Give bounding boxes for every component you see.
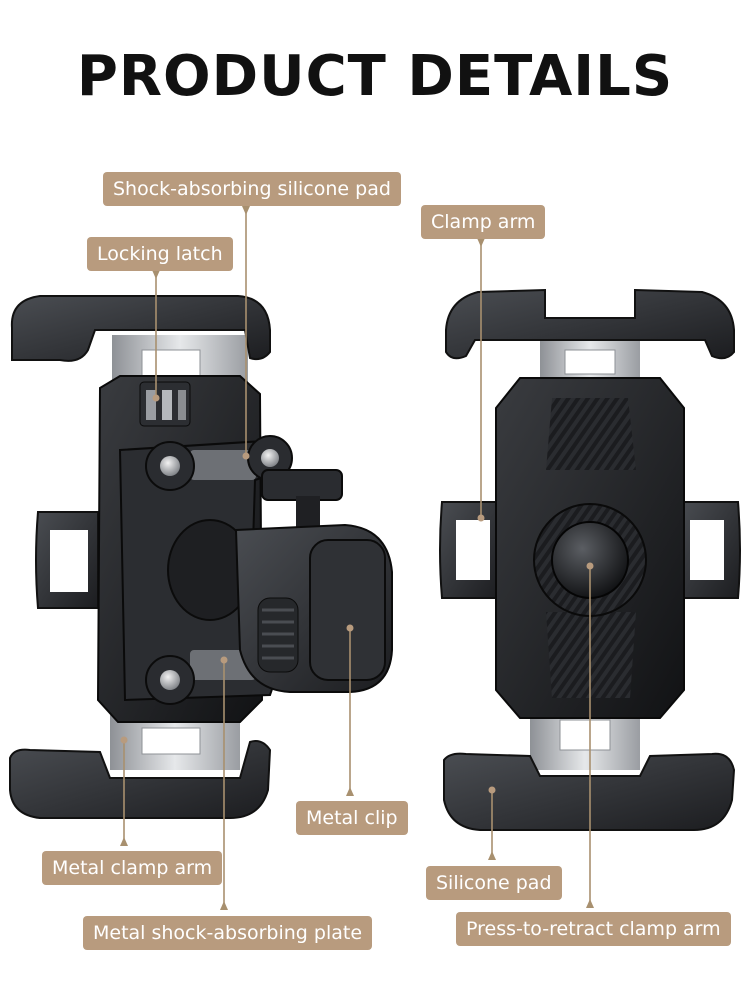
label-silicone-pad: Silicone pad	[426, 866, 562, 900]
silicone-pad	[443, 752, 736, 831]
left-top-clamp	[10, 295, 271, 362]
left-holder-back-view	[9, 295, 393, 819]
label-locking-latch: Locking latch	[87, 237, 233, 271]
clamp-arm	[445, 288, 735, 360]
label-shock-absorbing-silicone-pad: Shock-absorbing silicone pad	[103, 172, 401, 206]
leader-lines	[123, 206, 591, 910]
label-clamp-arm: Clamp arm	[421, 205, 546, 239]
label-metal-shock-absorbing-plate: Metal shock-absorbing plate	[83, 916, 373, 950]
label-metal-clamp-arm: Metal clamp arm	[42, 851, 223, 885]
arrowheads	[120, 206, 594, 910]
label-press-to-retract-clamp-arm: Press-to-retract clamp arm	[456, 912, 731, 946]
leader-dots	[120, 394, 594, 794]
label-metal-clip: Metal clip	[296, 801, 408, 835]
screw-icon	[160, 456, 180, 476]
right-holder-front-view	[439, 288, 741, 831]
screw-icon	[261, 449, 279, 467]
screw-icon	[160, 670, 180, 690]
page-title: PRODUCT DETAILS	[76, 44, 674, 109]
left-bottom-clamp	[9, 740, 272, 819]
